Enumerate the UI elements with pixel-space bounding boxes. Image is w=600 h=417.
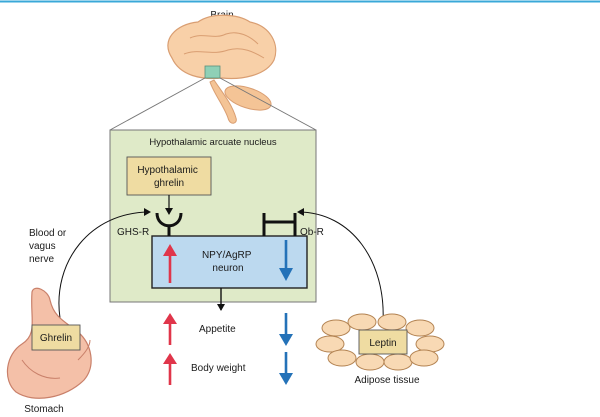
neuron-down-arrow bbox=[279, 240, 293, 281]
appetite-down-arrow bbox=[279, 313, 293, 346]
appetite-label: Appetite bbox=[199, 324, 236, 335]
hypothalamic-ghrelin-box bbox=[126, 156, 212, 196]
npy-agrp-neuron-box bbox=[151, 235, 308, 289]
body-weight-up-arrow bbox=[163, 353, 177, 385]
leptin-pathway-curve bbox=[297, 208, 384, 323]
zoom-line-right bbox=[219, 77, 317, 131]
appetite-up-arrow bbox=[163, 313, 177, 345]
brain-icon bbox=[167, 14, 277, 124]
ob-r-label: Ob-R bbox=[300, 227, 324, 238]
stomach-label: Stomach bbox=[24, 404, 63, 415]
zoom-line-left bbox=[109, 77, 206, 131]
ob-receptor-icon bbox=[262, 213, 297, 236]
leptin-box bbox=[358, 329, 408, 355]
adipose-tissue-label: Adipose tissue bbox=[354, 375, 419, 386]
adipose-tissue-icon bbox=[315, 313, 445, 371]
body-weight-label: Body weight bbox=[191, 363, 246, 374]
arcuate-nucleus-title: Hypothalamic arcuate nucleus bbox=[149, 137, 277, 148]
body-weight-down-arrow bbox=[279, 352, 293, 385]
ghrelin-label: Ghrelin bbox=[40, 333, 72, 344]
ghs-r-label: GHS-R bbox=[117, 227, 149, 238]
neuron-up-arrow bbox=[163, 244, 177, 283]
ghrelin-pathway-curve bbox=[58, 208, 151, 319]
blood-vagus-label: Blood or vagus nerve bbox=[29, 228, 69, 265]
ghrelin-box bbox=[31, 324, 81, 351]
brain-hypothalamus-marker bbox=[204, 65, 221, 79]
npy-agrp-neuron-label: NPY/AgRP neuron bbox=[202, 250, 254, 274]
hypothalamic-ghrelin-label: Hypothalamic ghrelin bbox=[137, 165, 200, 189]
ghs-receptor-icon bbox=[155, 212, 183, 236]
leptin-label: Leptin bbox=[369, 338, 396, 349]
